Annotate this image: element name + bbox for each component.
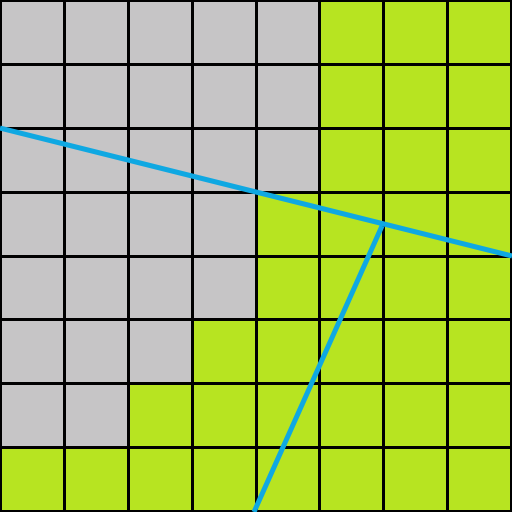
empty-tile[interactable] <box>65 193 127 255</box>
filled-tile[interactable] <box>321 65 383 127</box>
empty-tile[interactable] <box>65 385 127 447</box>
empty-tile[interactable] <box>257 65 319 127</box>
empty-tile[interactable] <box>2 257 63 319</box>
filled-tile[interactable] <box>257 321 319 383</box>
empty-tile[interactable] <box>65 65 127 127</box>
empty-tile[interactable] <box>129 257 191 319</box>
filled-tile[interactable] <box>321 385 383 447</box>
filled-tile[interactable] <box>385 257 447 319</box>
empty-tile[interactable] <box>65 2 127 63</box>
empty-tile[interactable] <box>2 193 63 255</box>
empty-tile[interactable] <box>257 2 319 63</box>
filled-tile[interactable] <box>449 449 510 510</box>
empty-tile[interactable] <box>193 193 255 255</box>
filled-tile[interactable] <box>257 257 319 319</box>
filled-tile[interactable] <box>449 385 510 447</box>
empty-tile[interactable] <box>129 193 191 255</box>
empty-tile[interactable] <box>2 2 63 63</box>
filled-tile[interactable] <box>449 257 510 319</box>
filled-tile[interactable] <box>321 193 383 255</box>
filled-tile[interactable] <box>385 65 447 127</box>
empty-tile[interactable] <box>2 65 63 127</box>
filled-tile[interactable] <box>193 321 255 383</box>
filled-tile[interactable] <box>257 449 319 510</box>
filled-tile[interactable] <box>321 321 383 383</box>
filled-tile[interactable] <box>257 385 319 447</box>
empty-tile[interactable] <box>2 129 63 191</box>
filled-tile[interactable] <box>193 385 255 447</box>
empty-tile[interactable] <box>2 385 63 447</box>
empty-tile[interactable] <box>129 129 191 191</box>
empty-tile[interactable] <box>65 321 127 383</box>
filled-tile[interactable] <box>385 385 447 447</box>
empty-tile[interactable] <box>193 65 255 127</box>
filled-tile[interactable] <box>385 2 447 63</box>
filled-tile[interactable] <box>65 449 127 510</box>
filled-tile[interactable] <box>257 193 319 255</box>
filled-tile[interactable] <box>385 321 447 383</box>
filled-tile[interactable] <box>449 193 510 255</box>
empty-tile[interactable] <box>193 129 255 191</box>
empty-tile[interactable] <box>65 257 127 319</box>
filled-tile[interactable] <box>385 193 447 255</box>
filled-tile[interactable] <box>385 129 447 191</box>
empty-tile[interactable] <box>65 129 127 191</box>
empty-tile[interactable] <box>193 2 255 63</box>
empty-tile[interactable] <box>129 65 191 127</box>
filled-tile[interactable] <box>449 2 510 63</box>
filled-tile[interactable] <box>449 129 510 191</box>
filled-tile[interactable] <box>129 449 191 510</box>
empty-tile[interactable] <box>129 321 191 383</box>
empty-tile[interactable] <box>257 129 319 191</box>
empty-tile[interactable] <box>129 2 191 63</box>
filled-tile[interactable] <box>2 449 63 510</box>
empty-tile[interactable] <box>2 321 63 383</box>
filled-tile[interactable] <box>321 129 383 191</box>
filled-tile[interactable] <box>129 385 191 447</box>
filled-tile[interactable] <box>385 449 447 510</box>
filled-tile[interactable] <box>449 321 510 383</box>
filled-tile[interactable] <box>321 2 383 63</box>
filled-tile[interactable] <box>193 449 255 510</box>
filled-tile[interactable] <box>321 257 383 319</box>
filled-tile[interactable] <box>449 65 510 127</box>
filled-tile[interactable] <box>321 449 383 510</box>
empty-tile[interactable] <box>193 257 255 319</box>
